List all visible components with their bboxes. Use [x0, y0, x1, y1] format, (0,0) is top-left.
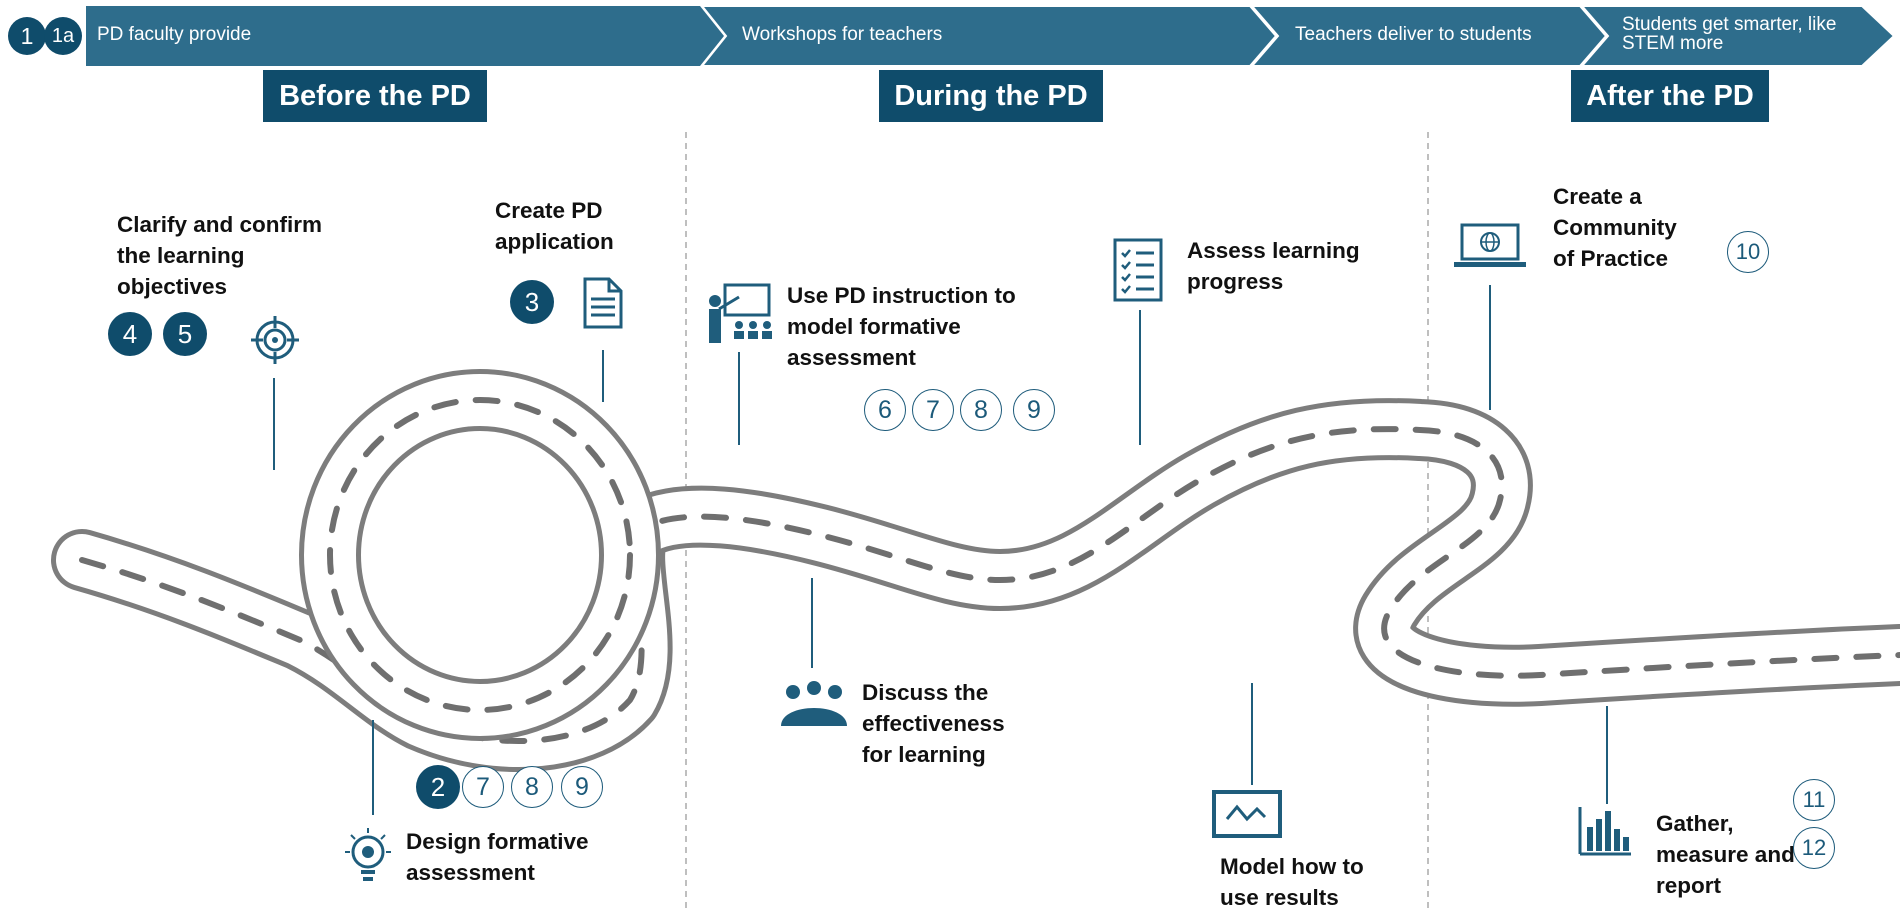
- label-gather: Gather, measure and report: [1656, 811, 1795, 898]
- phase-before: Before the PD: [263, 70, 487, 122]
- label-assess: Assess learning progress: [1187, 238, 1360, 294]
- arrow-segment-2: [699, 5, 1278, 67]
- arrow-label-workshops: Workshops for teachers: [742, 24, 943, 45]
- teacher-presenting-icon: [709, 283, 772, 343]
- badge-9-design: 9: [561, 766, 603, 808]
- arrow-segment-1: [86, 6, 724, 66]
- badge-8-design: 8: [511, 766, 553, 808]
- badge-9-use: 9: [1013, 389, 1055, 431]
- badge-8-use: 8: [960, 389, 1002, 431]
- label-model: Model how to use results: [1220, 854, 1364, 910]
- arrow-label-pd-faculty: PD faculty provide: [97, 24, 252, 45]
- connector-assess: [1139, 310, 1141, 445]
- group-discussion-icon: [781, 681, 847, 726]
- badge-4: 4: [108, 312, 152, 356]
- step-badge-1: 1: [8, 17, 46, 55]
- arrow-segment-4: [1579, 5, 1896, 67]
- connector-community: [1489, 285, 1491, 410]
- connector-design: [372, 720, 374, 815]
- phase-after: After the PD: [1571, 70, 1769, 122]
- label-community: Create a Community of Practice: [1553, 184, 1677, 271]
- label-design: Design formative assessment: [406, 829, 589, 885]
- badge-12: 12: [1793, 827, 1835, 869]
- target-icon: [251, 316, 299, 364]
- connector-gather: [1606, 706, 1608, 804]
- lightbulb-icon: [345, 828, 391, 881]
- arrow-label-students: Students get smarter, like STEM more: [1622, 14, 1837, 54]
- phase-during: During the PD: [879, 70, 1103, 122]
- badge-3: 3: [510, 280, 554, 324]
- badge-10: 10: [1727, 231, 1769, 273]
- badge-11: 11: [1793, 779, 1835, 821]
- badge-2: 2: [416, 765, 460, 809]
- checklist-icon: [1113, 238, 1163, 302]
- connector-model: [1251, 683, 1253, 785]
- connector-clarify: [273, 378, 275, 470]
- label-clarify: Clarify and confirm the learning objecti…: [117, 212, 323, 299]
- badge-7-use: 7: [912, 389, 954, 431]
- label-use-pd: Use PD instruction to model formative as…: [787, 283, 1016, 370]
- arrow-label-teachers-deliver: Teachers deliver to students: [1295, 24, 1532, 45]
- step-badge-1a: 1a: [44, 17, 82, 55]
- connector-create-app: [602, 350, 604, 402]
- winding-road: [51, 369, 1900, 772]
- laptop-globe-icon: [1454, 223, 1526, 267]
- bar-chart-icon: [1578, 807, 1631, 856]
- presentation-screen-icon: [1212, 790, 1282, 838]
- connector-use-pd: [738, 352, 740, 445]
- badge-5: 5: [163, 312, 207, 356]
- badge-6: 6: [864, 389, 906, 431]
- label-discuss: Discuss the effectiveness for learning: [862, 680, 1005, 767]
- badge-7-design: 7: [462, 766, 504, 808]
- connector-discuss: [811, 578, 813, 668]
- label-create-app: Create PD application: [495, 198, 614, 254]
- arrow-segment-3: [1249, 5, 1608, 67]
- document-icon: [583, 277, 623, 329]
